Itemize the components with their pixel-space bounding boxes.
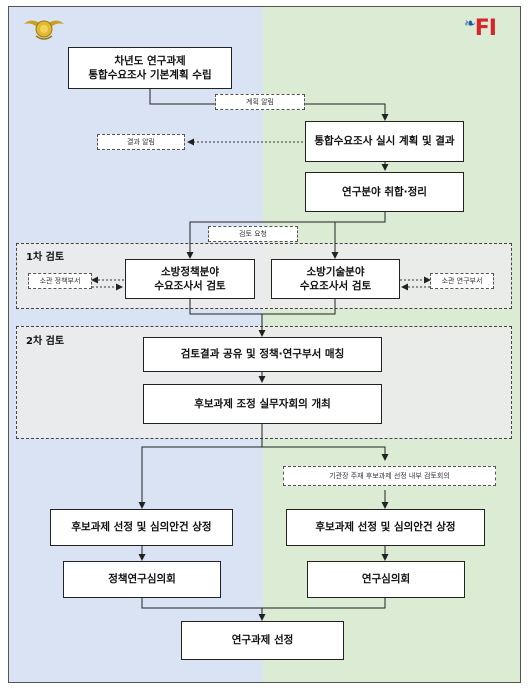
step-select-right: 후보과제 선정 및 심의안건 상정 [286,509,485,546]
line-tech-to-merge [262,299,336,315]
step-adjust-meeting: 후보과제 조정 실무자회의 개최 [143,384,382,424]
first-review-label: 1차 검토 [26,252,65,263]
step-tech-review-line1: 소방기술분야 [306,265,365,278]
step-research-council: 연구심의회 [307,561,465,598]
step-research-council-label: 연구심의회 [361,573,411,586]
step-final-selection-label: 연구과제 선정 [231,634,294,647]
step-collect-organize-label: 연구분야 취합·정리 [342,185,427,198]
note-research-dept: 소관 연구부서 [430,273,494,289]
step-select-right-label: 후보과제 선정 및 심의안건 상정 [315,521,456,534]
step-policy-council-label: 정책연구심의회 [108,573,176,586]
step-basic-plan-line2: 통합수요조사 기본계획 수립 [88,69,212,81]
step-tech-review: 소방기술분야 수요조사서 검토 [271,259,400,299]
step-collect-organize: 연구분야 취합·정리 [305,172,464,212]
logo-flame-icon: ❧ [464,16,476,32]
note-result-notice: 결과 알림 [97,134,185,150]
diagram-border [8,6,521,683]
step-policy-review: 소방정책분야 수요조사서 검토 [125,259,255,299]
line-meeting-right [262,446,389,461]
step-policy-council: 정책연구심의회 [63,561,221,598]
step-share-and-match: 검토결과 공유 및 정책·연구부서 매칭 [143,337,382,372]
fire-agency-emblem-icon [22,12,66,46]
note-internal-review: 기관장 주재 후보과제 선정 내부 검토회의 [283,466,496,486]
institute-logo: ❧FI [464,16,497,41]
second-review-label: 2차 검토 [26,336,65,347]
step-tech-review-line2: 수요조사서 검토 [299,280,372,292]
note-policy-dept: 소관 정책부서 [28,273,92,289]
step-policy-review-line2: 수요조사서 검토 [154,280,226,292]
step-survey-plan-result: 통합수요조사 실시 계획 및 결과 [305,121,464,162]
step-adjust-meeting-label: 후보과제 조정 실무자회의 개최 [194,397,331,410]
step-basic-plan-line1: 차년도 연구과제 [114,54,186,67]
step-select-left: 후보과제 선정 및 심의안건 상정 [50,509,233,546]
logo-text: FI [474,16,497,41]
line-meeting-split [138,424,263,509]
step-final-selection: 연구과제 선정 [181,621,344,660]
step-select-left-label: 후보과제 선정 및 심의안건 상정 [71,521,212,534]
step-basic-plan: 차년도 연구과제 통합수요조사 기본계획 수립 [68,47,232,89]
step-policy-review-line1: 소방정책분야 [161,265,219,278]
first-review-group [16,243,512,309]
line-councils-to-final [141,598,386,620]
note-plan-notice: 계획 알림 [215,94,305,110]
step-survey-plan-result-label: 통합수요조사 실시 계획 및 결과 [314,135,455,148]
line-collect-to-review [186,212,386,259]
step-share-and-match-label: 검토결과 공유 및 정책·연구부서 매칭 [180,348,345,361]
note-review-request: 검토 요청 [208,226,298,242]
